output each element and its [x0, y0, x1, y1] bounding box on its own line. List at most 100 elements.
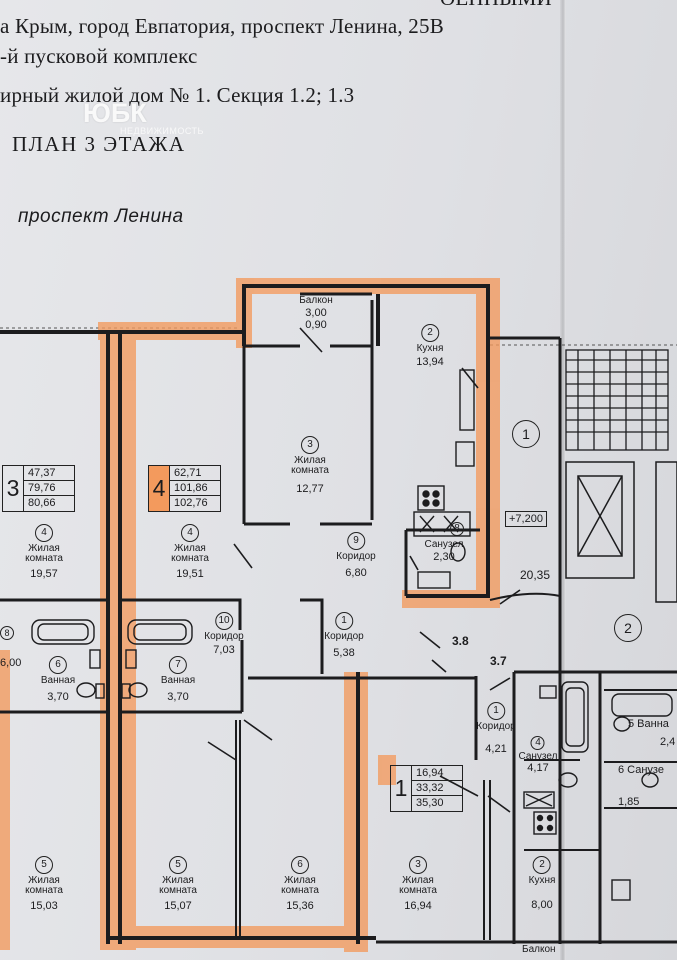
room-bath-left: 6 Ванная 3,70 [41, 656, 75, 703]
room-number: 9 [347, 532, 365, 550]
room-area: 4,21 [485, 743, 507, 755]
room-area: 19,57 [30, 568, 58, 580]
room-area: 6,80 [345, 567, 367, 579]
watermark-sub: НЕДВИЖИМОСТЬ [120, 126, 204, 136]
total-area: 79,76 [24, 481, 74, 496]
stair-marker-1: 1 [512, 420, 540, 448]
room-name: Жилая комната [159, 875, 197, 896]
room-kitchen: 2 Кухня 13,94 [416, 324, 444, 368]
room-area: 4,17 [527, 762, 549, 774]
stair-marker-2: 2 [614, 614, 642, 642]
room-bath-right: 7 Ванная 3,70 [161, 656, 195, 703]
room-number: 4 [35, 524, 53, 542]
room-living-15-07: 5 Жилая комната 15,07 [148, 856, 208, 912]
room-number: 8 [450, 522, 464, 536]
header-building: ирный жилой дом № 1. Секция 1.2; 1.3 [0, 83, 355, 107]
room-name: Ванная [40, 675, 76, 686]
highlight-apartment-4 [0, 278, 500, 952]
room-number: 3 [409, 856, 427, 874]
room-number: 6 [48, 656, 67, 674]
living-area: 16,94 [412, 766, 462, 781]
room-area-reduced: 0,90 [305, 319, 327, 331]
room-living-19-51: 4 Жилая комната 19,51 [160, 524, 220, 580]
hall-area: 20,35 [520, 568, 551, 582]
stair-flight [565, 349, 669, 451]
apartment-number: 3 [2, 465, 24, 512]
room-name: Жилая комната [399, 875, 437, 896]
room-name: Коридор [336, 551, 376, 562]
total-area-with-balcony: 35,30 [416, 797, 444, 809]
room-name: Балкон [299, 295, 333, 306]
room-name: Коридор [204, 631, 244, 642]
room-living-19-57: 4 Жилая комната 19,57 [14, 524, 74, 580]
room-area: 13,94 [416, 356, 444, 368]
balcony-bottom-label: Балкон [522, 944, 556, 955]
header-complex: -й пусковой комплекс [0, 44, 198, 68]
room-area: 3,70 [47, 691, 69, 703]
room-name: Коридор [324, 631, 364, 642]
room-living-12-77: 3 Жилая комната 12,77 [280, 436, 340, 495]
room-area: 15,36 [286, 900, 314, 912]
room-number: 3 [301, 436, 319, 454]
room-name: Жилая комната [281, 875, 319, 896]
elevation-mark: +7,200 [505, 511, 547, 527]
room-area: 15,07 [164, 900, 192, 912]
room-number: 2 [421, 324, 439, 342]
living-area: 62,71 [170, 466, 220, 481]
room-number: 4 [181, 524, 199, 542]
room-name: Санузел [518, 751, 558, 762]
room-number: 6 [291, 856, 309, 874]
living-area: 47,37 [24, 466, 74, 481]
watermark-logo: ЮБК [83, 98, 147, 128]
total-area-with-balcony: 102,76 [174, 497, 208, 509]
room-living-16-94: 3 Жилая комната 16,94 [388, 856, 448, 912]
room-kitchen-8-00: 2 Кухня 8,00 [528, 856, 556, 911]
left-edge-area: 6,00 [0, 657, 22, 669]
room-number: 5 [169, 856, 187, 874]
room-corridor-4-21: 1 Коридор 4,21 [476, 702, 516, 755]
left-edge-room-number: 8 [0, 626, 14, 640]
right-bath-area: 2,4 [660, 736, 676, 748]
room-name: Жилая комната [25, 875, 63, 896]
room-name: Коридор [476, 721, 516, 732]
apartment-number: 1 [390, 765, 412, 812]
room-name: Жилая комната [25, 543, 63, 564]
right-bath-label: 5 Ванна [628, 718, 669, 730]
apartment-number: 4 [148, 465, 170, 512]
room-area: 5,38 [333, 647, 355, 659]
header-address: а Крым, город Евпатория, проспект Ленина… [0, 14, 444, 38]
room-corridor-7-03: 10 Коридор 7,03 [204, 612, 244, 656]
room-number: 2 [532, 856, 551, 874]
room-area: 2,30 [433, 551, 455, 563]
total-area: 101,86 [170, 481, 220, 496]
room-area: 15,03 [30, 900, 58, 912]
total-area-with-balcony: 80,66 [28, 497, 56, 509]
room-name: Санузел [424, 539, 464, 550]
right-wc-area: 1,85 [618, 796, 640, 808]
room-living-15-03: 5 Жилая комната 15,03 [14, 856, 74, 912]
room-name: Жилая комната [291, 455, 329, 476]
street-label: проспект Ленина [18, 206, 184, 227]
room-wc-4-17: 4 Санузел 4,17 [518, 736, 558, 774]
plan-title: ПЛАН 3 ЭТАЖА [12, 132, 186, 156]
room-area: 8,00 [531, 899, 553, 911]
room-number: 4 [531, 736, 545, 750]
elevator-shaft [565, 461, 677, 603]
room-number: 10 [215, 612, 233, 630]
room-area: 3,70 [167, 691, 189, 703]
room-living-15-36: 6 Жилая комната 15,36 [270, 856, 330, 912]
total-area: 33,32 [412, 781, 462, 796]
room-name: Кухня [416, 343, 444, 354]
room-name: Кухня [528, 875, 556, 886]
room-number: 1 [487, 702, 505, 720]
header-top-fragment: ОЕННЫМИ [440, 0, 552, 11]
room-area: 12,77 [296, 483, 324, 495]
room-corridor-6-80: 9 Коридор 6,80 [336, 532, 376, 579]
room-number: 7 [168, 656, 187, 674]
room-area: 7,03 [213, 644, 235, 656]
page-fold [560, 0, 566, 960]
room-wc-2-30: 8 Санузел 2,30 [424, 522, 464, 563]
room-name: Ванная [160, 675, 196, 686]
room-number: 5 [35, 856, 53, 874]
